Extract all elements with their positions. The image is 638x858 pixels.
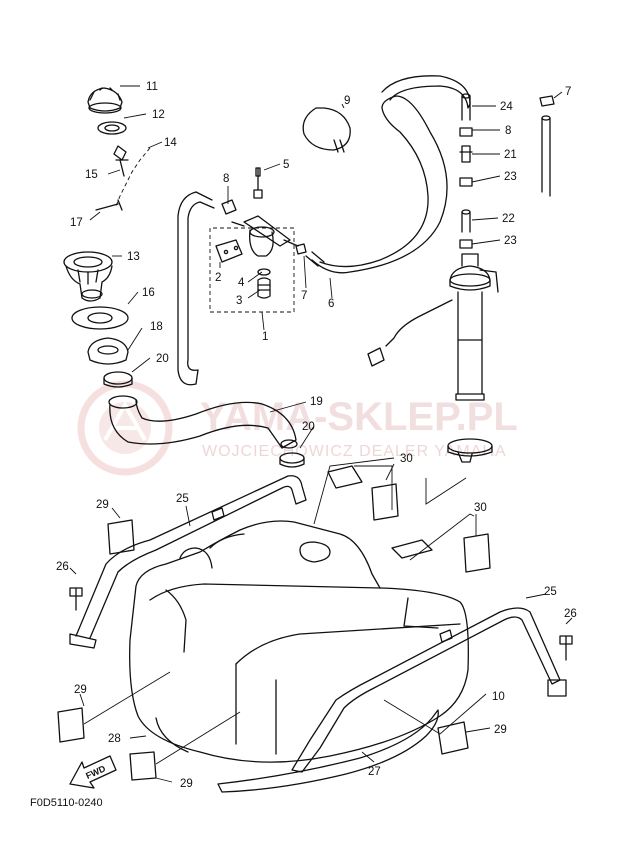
callout-8-left: 8	[223, 173, 229, 185]
callout-24: 24	[500, 101, 513, 113]
callout-9: 9	[344, 95, 350, 107]
callout-23-lower: 23	[504, 235, 517, 247]
neck-gasket	[71, 306, 129, 330]
callout-labels: 1 2 3 4 5 6 7 7 8 8 9 10 11 12 13 14 15 …	[56, 81, 577, 790]
callout-23-upper: 23	[504, 171, 517, 183]
callout-20-lower: 20	[302, 421, 315, 433]
callout-25-left: 25	[176, 493, 189, 505]
vent-pipe-right	[541, 115, 551, 197]
cap-chain	[113, 145, 151, 207]
pads-30-upper	[327, 465, 399, 521]
pads-30-right	[391, 533, 491, 573]
callout-17: 17	[70, 217, 83, 229]
unit-band-clamp	[447, 438, 493, 463]
bolt-26-left	[69, 587, 83, 611]
clip-filter	[221, 199, 237, 215]
callout-6: 6	[328, 298, 334, 310]
callout-26-left: 26	[56, 561, 69, 573]
callout-8-right: 8	[505, 125, 511, 137]
callout-18: 18	[150, 321, 163, 333]
strap-right	[291, 607, 567, 773]
clip-8-right	[459, 127, 473, 137]
skid-plate	[217, 709, 439, 793]
callout-29-bottom: 29	[180, 778, 193, 790]
callout-4: 4	[238, 277, 245, 289]
fwd-arrow: FWD	[69, 755, 117, 789]
fuel-cap	[87, 87, 123, 114]
watermark-subtitle: WOJCIECHOWICZ DEALER YAMAHA	[202, 443, 507, 460]
watermark: YAMA-SKLEP.PL WOJCIECHOWICZ DEALER YAMAH…	[77, 380, 518, 476]
callout-14: 14	[164, 137, 177, 149]
clip-23-upper	[459, 177, 473, 187]
filter-oring	[257, 268, 271, 276]
filler-neck	[63, 251, 113, 302]
callout-10: 10	[492, 691, 505, 703]
fuel-tank	[129, 520, 469, 763]
watermark-brand: YAMA-SKLEP.PL	[200, 395, 518, 439]
callout-13: 13	[127, 251, 140, 263]
bolt-26-right	[559, 635, 573, 661]
callout-5: 5	[283, 159, 289, 171]
chain-screw	[115, 159, 129, 177]
watermark-logo-mark	[103, 400, 147, 441]
fuel-pickup-unit	[367, 253, 499, 401]
callout-20-upper: 20	[156, 353, 169, 365]
callout-29-top: 29	[96, 499, 109, 511]
hose-connector	[253, 167, 263, 199]
callout-7-left: 7	[301, 290, 307, 302]
callout-25-right: 25	[544, 586, 557, 598]
leader-lines	[69, 85, 573, 783]
neck-nut	[87, 337, 129, 365]
callout-28: 28	[108, 733, 121, 745]
callout-30-upper: 30	[400, 453, 413, 465]
callout-21: 21	[504, 149, 517, 161]
cap-gasket	[97, 121, 127, 135]
callout-30-right: 30	[474, 502, 487, 514]
watermark-logo-ring	[77, 380, 173, 476]
vent-tube	[177, 191, 215, 386]
clamp-9	[302, 107, 351, 153]
callout-29-left: 29	[74, 684, 87, 696]
callout-29-right: 29	[494, 724, 507, 736]
clamp-upper	[103, 371, 133, 388]
filler-hose	[108, 395, 298, 449]
callout-27: 27	[368, 766, 381, 778]
clip-hose-left	[295, 243, 307, 255]
callout-19: 19	[310, 396, 323, 408]
callout-26-right: 26	[564, 608, 577, 620]
diagram-code: F0D5110-0240	[30, 797, 103, 809]
connection-guides	[354, 465, 467, 510]
hose-22	[461, 209, 471, 233]
fuel-filter-assembly	[209, 215, 299, 313]
callout-15: 15	[85, 169, 98, 181]
callout-11: 11	[146, 81, 158, 93]
callout-3: 3	[236, 295, 242, 307]
callout-16: 16	[142, 287, 155, 299]
hose-24	[461, 93, 471, 121]
callout-22: 22	[502, 213, 515, 225]
clamp-lower	[279, 452, 305, 468]
callout-12: 12	[152, 109, 165, 121]
callout-2: 2	[215, 272, 221, 284]
clip-7-right	[539, 95, 555, 107]
strap-left	[69, 475, 307, 649]
small-screw	[95, 199, 123, 211]
fuel-hose	[305, 75, 471, 274]
filter-bracket	[215, 239, 243, 263]
joint-21	[459, 145, 473, 163]
filter-element	[257, 277, 271, 299]
clip-23-lower	[459, 239, 473, 249]
callout-1: 1	[262, 331, 268, 343]
callout-7-right: 7	[565, 86, 571, 98]
